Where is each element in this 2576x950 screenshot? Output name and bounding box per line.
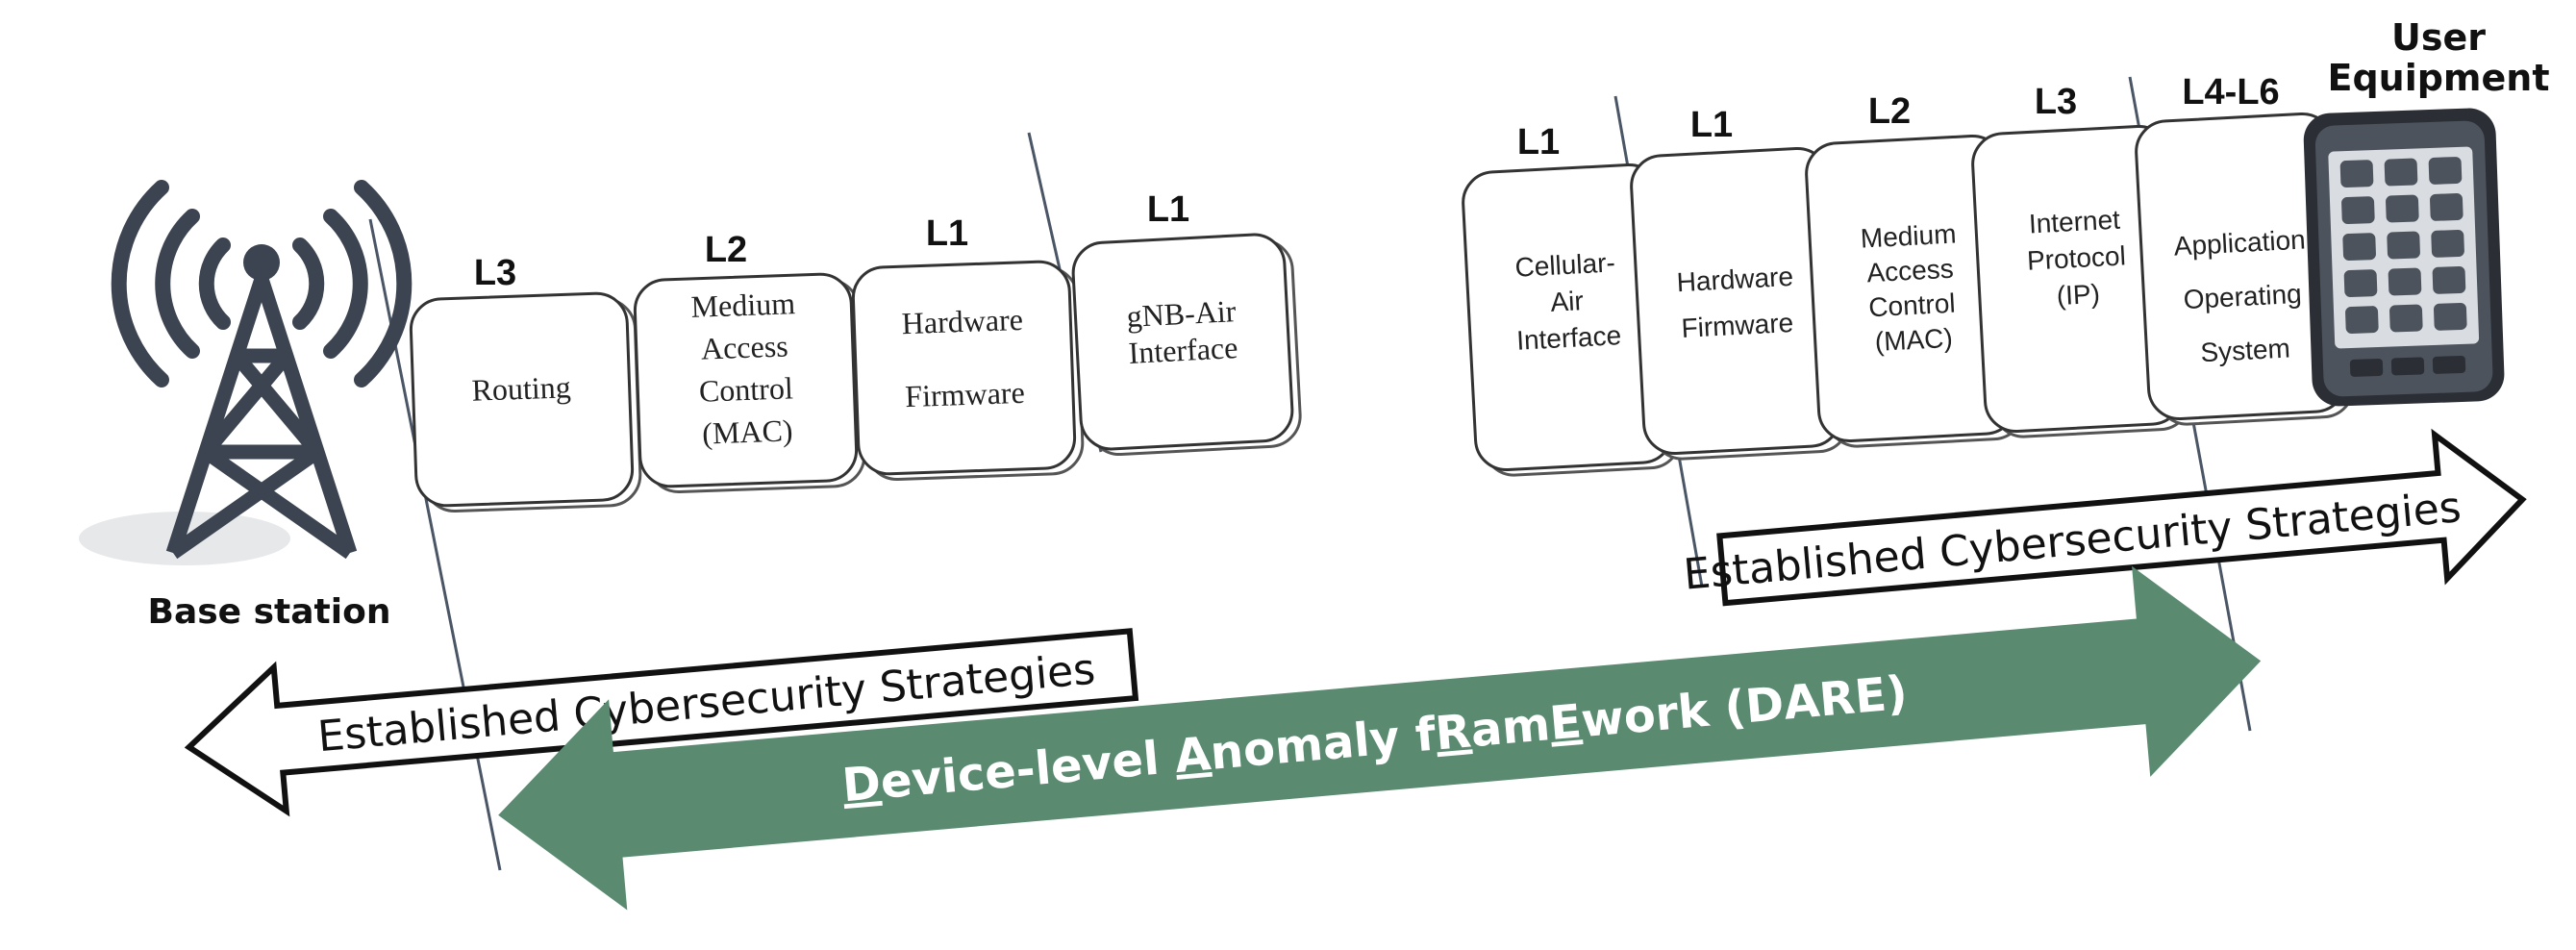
ue-layer-box-text: Operating: [2183, 279, 2302, 314]
base-layer-box-frame: [633, 272, 859, 488]
ue-layer-box-text: Medium: [1860, 218, 1957, 253]
base-layer-layer-label: L1: [1147, 189, 1189, 230]
ue-layer-box-text: System: [2200, 333, 2291, 367]
base-layer-box-frame: [851, 260, 1077, 476]
base-layer-layer-label: L3: [474, 253, 516, 293]
base-layer-box-text: Control: [698, 370, 793, 408]
app-icon: [2387, 231, 2420, 260]
ue-layer-box-text: Cellular-: [1514, 247, 1616, 282]
ue-layer-layer-label: L2: [1868, 91, 1911, 132]
base-layer-layer-label: L1: [926, 213, 968, 254]
base-station-label: Base station: [148, 592, 391, 632]
dare-arrow: Device-level Anomaly fRamEwork (DARE): [498, 565, 2262, 911]
app-icons: [2339, 157, 2467, 334]
ue-layer-box-text: Application: [2173, 224, 2306, 261]
dare-initial: D: [840, 756, 884, 812]
base-layer-box-text: Medium: [690, 286, 796, 324]
base-layer-box: Routing: [409, 291, 642, 512]
app-icon: [2431, 230, 2464, 258]
app-icon: [2342, 233, 2376, 261]
app-icon: [2434, 302, 2467, 331]
base-layer-box-text: Access: [700, 328, 788, 365]
dare-initial: E: [1547, 694, 1584, 751]
base-layer-box-frame: [1071, 233, 1294, 451]
app-icon: [2389, 304, 2423, 333]
app-icon: [2339, 160, 2374, 188]
ue-layer-layer-label: L4-L6: [2182, 72, 2279, 112]
app-icon: [2384, 158, 2418, 187]
ue-layer-layer-label: L1: [1517, 122, 1560, 162]
app-icon: [2432, 265, 2466, 294]
app-icon: [2345, 306, 2379, 334]
app-icon: [2430, 193, 2463, 221]
app-icon: [2386, 194, 2419, 223]
user-equipment-label-line1: User: [2391, 16, 2486, 59]
base-layer-box-text: (MAC): [702, 412, 793, 450]
base-layer-box-text: gNB-Air: [1126, 293, 1238, 334]
app-icon: [2341, 196, 2375, 225]
base-layer-box-text: Routing: [471, 369, 571, 408]
app-icon: [2343, 269, 2378, 297]
app-icon: [2388, 267, 2422, 296]
ue-layer-box-text: Air: [1550, 286, 1585, 317]
user-equipment-label-line2: Equipment: [2327, 57, 2549, 99]
base-layer-layer-label: L2: [705, 230, 747, 270]
dare-text-segment: am: [1468, 697, 1552, 758]
ue-layer-box-text: (IP): [2056, 279, 2101, 311]
dare-initial: R: [1433, 704, 1473, 761]
ue-layer-box-text: Protocol: [2026, 240, 2126, 275]
ue-layer-layer-label: L3: [2035, 82, 2077, 122]
ue-layer-box-text: Control: [1868, 288, 1957, 323]
ue-layer-box-text: Access: [1866, 254, 1955, 288]
base-layer-box-frame: [409, 291, 635, 508]
ue-layer-box-text: Hardware: [1676, 262, 1794, 297]
dare-initial: A: [1172, 727, 1213, 784]
ue-layer-box-text: Internet: [2028, 205, 2121, 239]
base-layer-box-text: Interface: [1128, 330, 1238, 370]
base-layer-box-text: Hardware: [901, 302, 1023, 340]
right-arrow-text: Established Cybersecurity Strategies: [1682, 483, 2463, 600]
base-layer-box-text: Firmware: [905, 375, 1026, 413]
app-icon: [2428, 157, 2463, 185]
ue-layer-boxes: Cellular-AirInterfaceL1HardwareFirmwareL…: [1462, 72, 2356, 477]
cell-tower-icon: [79, 180, 413, 565]
right-cybersecurity-arrow: Established Cybersecurity Strategies: [1682, 428, 2527, 607]
ue-layer-box-text: Interface: [1515, 320, 1621, 356]
smartphone-icon: [2303, 108, 2505, 407]
ue-layer-layer-label: L1: [1690, 105, 1733, 145]
ue-layer-box-text: Firmware: [1681, 308, 1794, 343]
ue-layer-box-text: (MAC): [1874, 323, 1953, 357]
